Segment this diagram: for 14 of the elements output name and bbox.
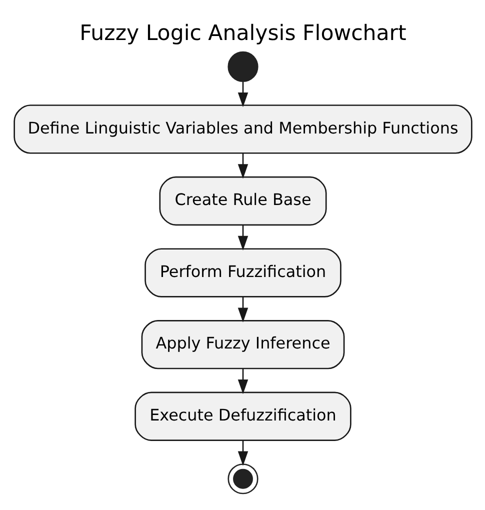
diagram-title: Fuzzy Logic Analysis Flowchart bbox=[79, 20, 406, 46]
arrow bbox=[237, 440, 248, 466]
node-box: Define Linguistic Variables and Membership Functions bbox=[13, 104, 472, 154]
node-box: Perform Fuzzification bbox=[144, 248, 341, 297]
node-box: Execute Defuzzification bbox=[134, 391, 351, 440]
arrow bbox=[237, 152, 248, 178]
node-circle bbox=[227, 463, 258, 494]
node-box: Create Rule Base bbox=[158, 176, 326, 226]
arrow bbox=[237, 296, 248, 322]
node-circle bbox=[227, 50, 258, 82]
arrow bbox=[237, 368, 248, 394]
node-box: Apply Fuzzy Inference bbox=[140, 319, 344, 369]
arrow bbox=[237, 81, 248, 107]
arrow bbox=[237, 224, 248, 250]
